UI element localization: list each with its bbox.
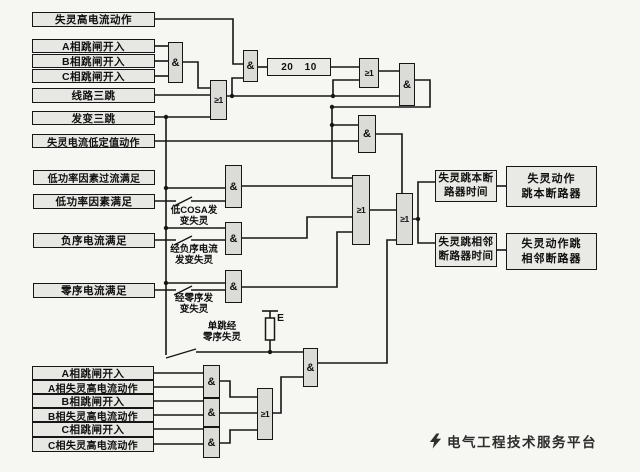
- input-box-a-failure-high-current: A相失灵高电流动作: [32, 380, 154, 395]
- and-gate-low-setting: &: [358, 115, 376, 153]
- output-box-trip-adjacent-breaker: 失灵动作跳 相邻断路器: [506, 233, 597, 270]
- and-gate-zero-seq: &: [225, 270, 242, 303]
- input-box-a-trip: A相跳闸开入: [32, 366, 154, 380]
- and-gate-single-trip: &: [303, 348, 318, 387]
- timer-local-line1: 失灵跳本断: [438, 172, 494, 185]
- annotation-zero-seq-enable: 经零序发 变失灵: [174, 293, 213, 316]
- input-box-failure-low-setting: 失灵电流低定值动作: [32, 134, 155, 149]
- enable-switch-icons: [165, 196, 197, 359]
- e-source-label: E: [277, 312, 285, 324]
- timer-adjacent-line1: 失灵跳相邻: [438, 236, 494, 249]
- and-gate-neg-seq: &: [225, 222, 242, 255]
- junction-dots: [163, 93, 421, 355]
- input-box-phase-c-trip: C相跳闸开入: [32, 69, 155, 83]
- annotation-neg-seq-enable: 经负序电流 发变失灵: [170, 244, 218, 267]
- input-box-phase-a-trip: A相跳闸开入: [32, 39, 155, 53]
- and-gate-high-current: &: [243, 50, 258, 82]
- and-gate-phase-c: &: [203, 427, 220, 458]
- output-box-trip-local-breaker: 失灵动作 跳本断路器: [506, 166, 597, 207]
- input-box-zero-seq-current: 零序电流满足: [33, 283, 155, 298]
- and-gate-cosa: &: [225, 165, 242, 208]
- and-gate-abc-trip: &: [168, 42, 183, 83]
- and-gate-phase-a: &: [203, 365, 220, 398]
- or-gate-phase-failure: ≥1: [257, 388, 273, 440]
- input-box-low-pf-overcurrent: 低功率因素过流满足: [33, 170, 155, 185]
- timer-local-line2: 路器时间: [444, 186, 488, 198]
- and-gate-phase-b: &: [203, 398, 220, 427]
- output-local-line2: 跳本断路器: [521, 187, 582, 200]
- output-adjacent-line2: 相邻断路器: [521, 252, 582, 265]
- e-source-symbol: [264, 317, 276, 341]
- timer-box-trip-local-breaker: 失灵跳本断 路器时间: [435, 170, 497, 202]
- input-box-gen-trans-three-trip: 发变三跳: [32, 111, 155, 125]
- input-box-b-trip: B相跳闸开入: [32, 394, 154, 408]
- output-local-line1: 失灵动作: [527, 173, 576, 186]
- input-box-neg-seq-current: 负序电流满足: [33, 233, 155, 248]
- input-box-line-three-trip: 线路三跳: [32, 88, 155, 103]
- output-adjacent-line1: 失灵动作跳: [521, 238, 582, 251]
- or-gate-criteria: ≥1: [352, 175, 370, 245]
- or-gate-output: ≥1: [396, 193, 413, 245]
- input-box-c-failure-high-current: C相失灵高电流动作: [32, 437, 154, 452]
- input-box-c-trip: C相跳闸开入: [32, 422, 154, 437]
- timer-box-trip-adjacent-breaker: 失灵跳相邻 断路器时间: [435, 233, 497, 267]
- watermark-text: 电气工程技术服务平台: [447, 435, 597, 450]
- or-gate-timer-bypass: ≥1: [359, 58, 379, 88]
- timer-adjacent-line2: 断路器时间: [438, 250, 494, 262]
- watermark: 电气工程技术服务平台: [428, 431, 597, 451]
- lightning-logo-icon: [429, 433, 442, 449]
- or-gate-trip-command: ≥1: [210, 80, 227, 120]
- input-box-phase-b-trip: B相跳闸开入: [32, 54, 155, 68]
- annotation-single-trip-enable: 单跳经 零序失灵: [202, 321, 241, 344]
- input-box-b-failure-high-current: B相失灵高电流动作: [32, 408, 154, 423]
- input-box-low-pf: 低功率因素满足: [33, 194, 155, 209]
- and-gate-confirm: &: [399, 63, 415, 106]
- annotation-cosa-enable: 低COSA发 变失灵: [170, 205, 218, 228]
- timer-block-20-10: 20 10: [267, 58, 331, 76]
- input-box-failure-high-current: 失灵高电流动作: [32, 12, 155, 27]
